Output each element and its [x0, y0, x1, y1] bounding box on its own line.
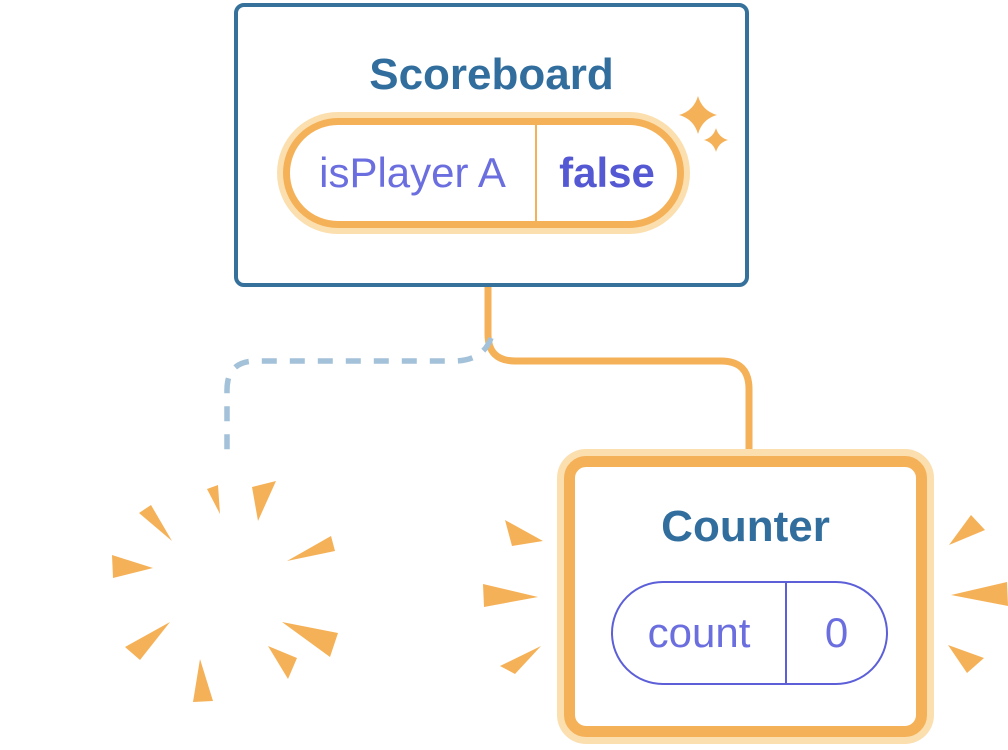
destroyed-component-card — [87, 458, 352, 723]
counter-title: Counter — [661, 502, 830, 551]
poof-ray — [287, 536, 335, 561]
poof-ray — [125, 622, 170, 660]
poof-burst-icon — [112, 481, 338, 702]
poof-ray — [139, 505, 172, 541]
scoreboard-title: Scoreboard — [369, 50, 614, 99]
emphasis-mark — [483, 584, 538, 607]
poof-ray — [252, 481, 276, 521]
emphasis-mark — [949, 515, 985, 545]
counter-component-card: Counter count 0 — [564, 456, 927, 737]
scoreboard-state-pill: isPlayer A false — [283, 118, 684, 228]
emphasis-marks-right-icon — [948, 515, 1008, 673]
poof-ray — [193, 659, 213, 702]
counter-state-pill: count 0 — [611, 581, 888, 685]
state-value-label: false — [535, 125, 677, 221]
removed-connector-dashed-line — [224, 336, 494, 461]
state-value-label: 0 — [785, 583, 886, 683]
state-name-label: isPlayer A — [319, 149, 506, 196]
emphasis-marks-left-icon — [483, 520, 543, 674]
poof-ray — [112, 555, 153, 578]
scoreboard-component-card: Scoreboard isPlayer A false — [234, 3, 749, 287]
emphasis-mark — [500, 646, 541, 674]
emphasis-mark — [951, 582, 1008, 606]
poof-ray — [282, 622, 338, 657]
state-name-label: count — [647, 609, 751, 656]
poof-ray — [268, 646, 297, 679]
parent-child-connector-line — [484, 285, 753, 458]
poof-ray — [207, 485, 220, 514]
emphasis-mark — [948, 645, 984, 673]
emphasis-mark — [505, 520, 543, 546]
